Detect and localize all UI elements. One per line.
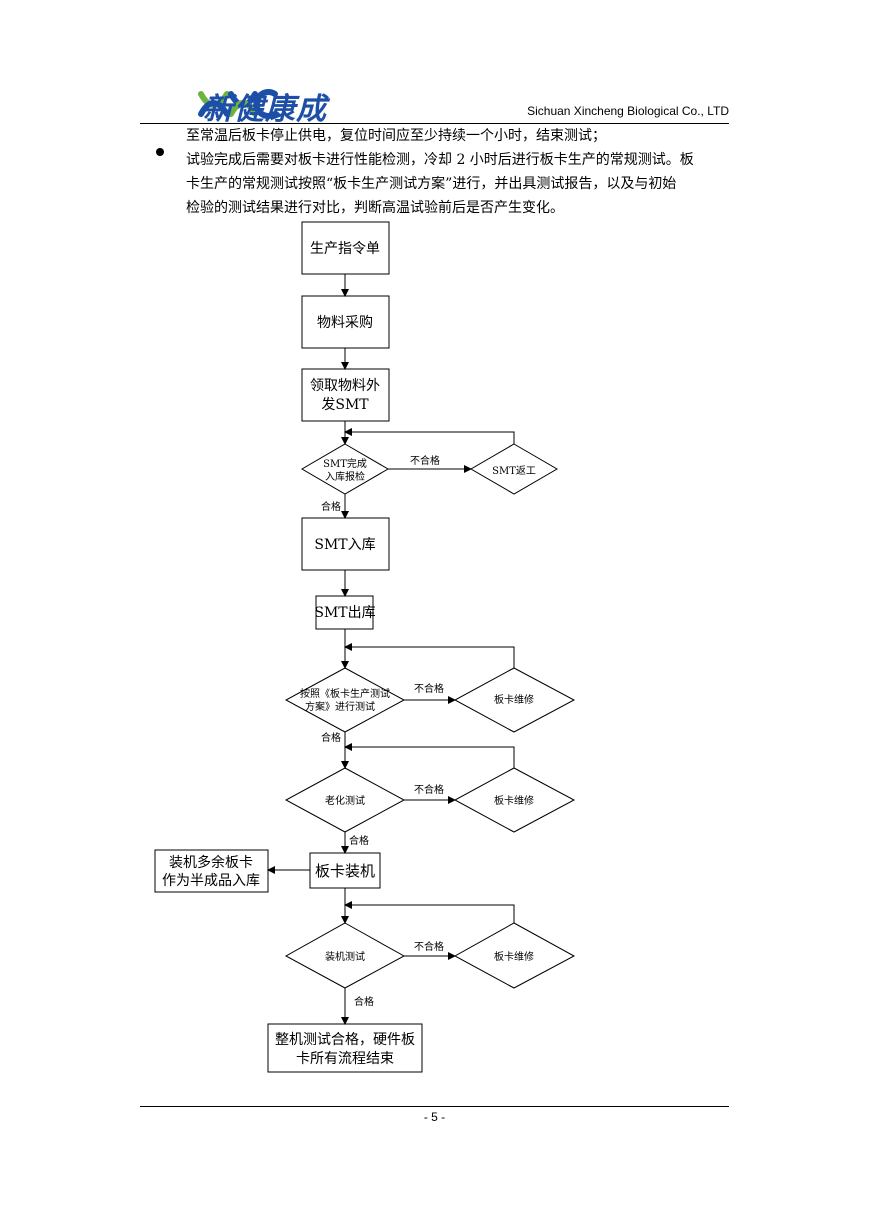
footer-divider	[140, 1106, 729, 1107]
repair-label-1: 板卡维修	[494, 693, 534, 706]
smt-check-line2: 入库报检	[325, 470, 365, 483]
pick-label-line2: 发SMT	[321, 397, 369, 413]
text-line: 卡生产的常规测试按照“板卡生产测试方案”进行，并出具测试报告，以及与初始	[186, 176, 677, 192]
logo-text: 新健康成	[203, 92, 327, 127]
company-logo-icon	[198, 89, 278, 119]
fail-label: 不合格	[414, 940, 444, 953]
fail-label: 不合格	[410, 454, 440, 467]
text-line: 至常温后板卡停止供电，复位时间应至少持续一个小时，结束测试；	[186, 128, 606, 144]
text-line: 检验的测试结果进行对比，判断高温试验前后是否产生变化。	[186, 200, 564, 216]
surplus-label-line2: 作为半成品入库	[162, 873, 260, 889]
end-label-line1: 整机测试合格，硬件板	[275, 1032, 415, 1048]
fail-label: 不合格	[414, 682, 444, 695]
repair-label-2: 板卡维修	[494, 794, 534, 807]
smt-rework-label: SMT返工	[492, 465, 536, 477]
header-divider	[140, 123, 729, 124]
pick-label-line1: 领取物料外	[310, 378, 380, 394]
page-number: - 5 -	[423, 1110, 446, 1124]
board-test-line2: 方案》进行测试	[305, 700, 375, 713]
pass-label: 合格	[321, 731, 341, 744]
smt-in-label: SMT入库	[314, 537, 375, 553]
repair-diamond-2	[453, 767, 576, 833]
smt-check-line1: SMT完成	[323, 457, 367, 470]
surplus-label-line1: 装机多余板卡	[169, 854, 253, 871]
pass-label: 合格	[354, 995, 374, 1008]
aging-test-label: 老化测试	[325, 794, 365, 807]
pick-materials-box	[301, 368, 390, 422]
board-test-line1: 按照《板卡生产测试	[300, 687, 390, 700]
order-label: 生产指令单	[310, 241, 380, 257]
company-name: Sichuan Xincheng Biological Co., LTD	[527, 104, 729, 118]
repair-diamond-3	[453, 922, 576, 989]
repair-label-3: 板卡维修	[494, 950, 534, 963]
purchase-label: 物料采购	[317, 315, 373, 331]
text-line: 试验完成后需要对板卡进行性能检测，冷却 2 小时后进行板卡生产的常规测试。板	[186, 152, 694, 168]
fail-label: 不合格	[414, 783, 444, 796]
smt-out-label: SMT出库	[314, 605, 375, 621]
assembly-test-label: 装机测试	[325, 950, 365, 963]
assemble-label: 板卡装机	[315, 862, 375, 880]
board-test-diamond	[284, 667, 406, 733]
smt-rework-diamond	[470, 443, 558, 495]
end-label-line2: 卡所有流程结束	[296, 1051, 394, 1067]
pass-label: 合格	[349, 834, 369, 847]
repair-diamond-1	[453, 667, 576, 733]
pass-label: 合格	[321, 500, 341, 513]
bullet-icon	[156, 148, 164, 156]
